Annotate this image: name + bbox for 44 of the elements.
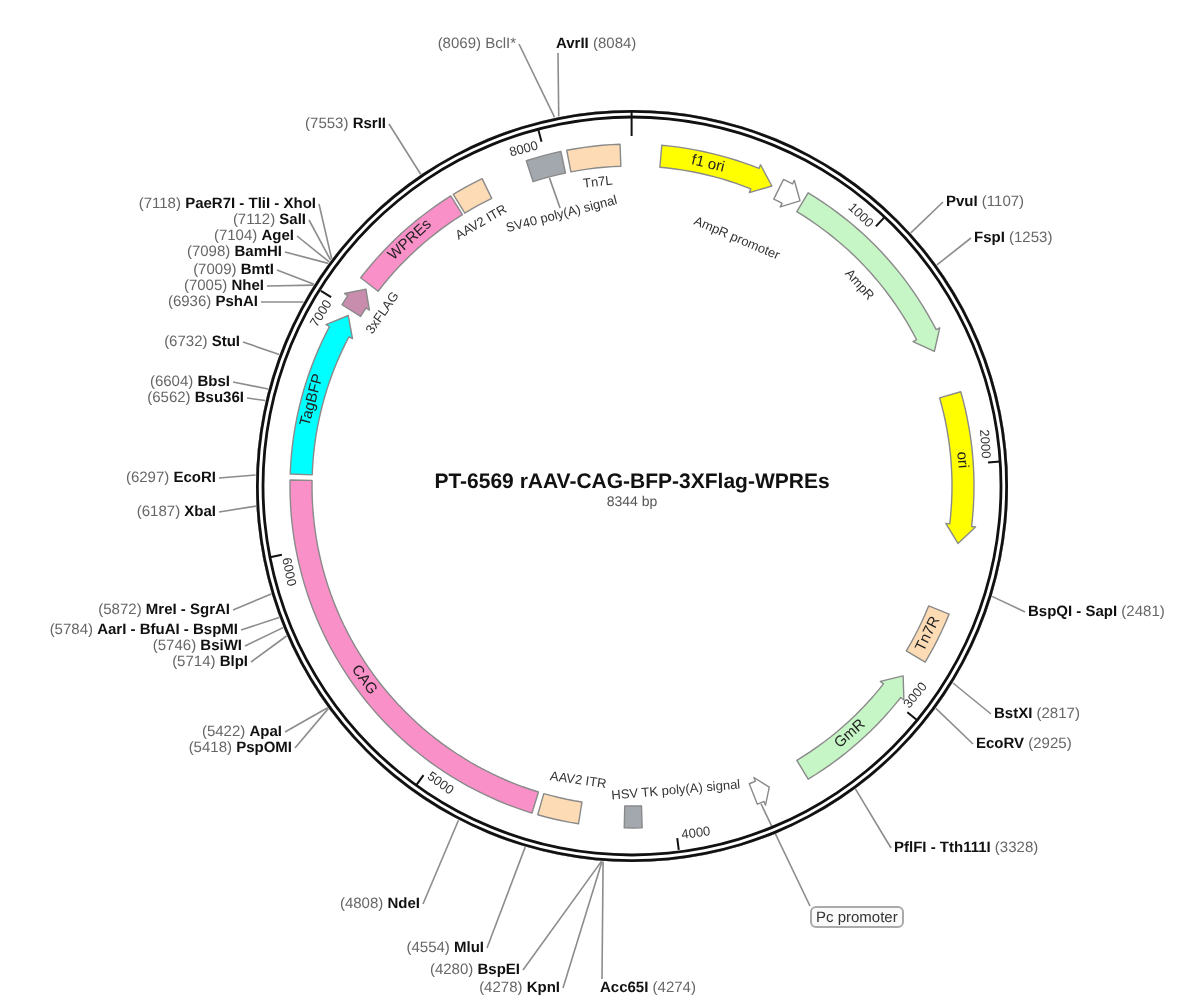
leader-line <box>294 707 330 749</box>
leader-line <box>232 593 272 611</box>
leader-line <box>562 860 603 989</box>
leader-line <box>991 595 1026 613</box>
leader-line <box>388 123 422 176</box>
leader-line <box>935 707 974 745</box>
feature-block <box>564 142 624 174</box>
directional-feature <box>936 388 978 546</box>
leader-line <box>522 860 603 971</box>
leader-line <box>557 52 560 118</box>
leader-line <box>276 269 315 285</box>
leader-line <box>232 381 269 390</box>
directional-feature <box>746 774 772 808</box>
leader-line <box>242 341 280 356</box>
leader-line <box>936 237 972 266</box>
leader-line <box>260 301 305 303</box>
leader-line <box>910 201 944 234</box>
leader-line <box>246 397 267 402</box>
directional-feature <box>656 142 774 196</box>
feature-block <box>534 790 584 826</box>
directional-feature <box>794 672 906 782</box>
leader-line <box>296 235 331 263</box>
directional-feature <box>770 176 802 210</box>
leader-line <box>218 474 257 479</box>
directional-feature <box>794 190 942 354</box>
leader-line <box>308 219 332 261</box>
leader-line <box>952 682 992 715</box>
leader-line <box>486 846 526 949</box>
leader-line <box>548 177 561 209</box>
leader-line <box>244 626 284 647</box>
leader-line <box>422 819 460 905</box>
leader-line <box>240 616 280 631</box>
feature-block <box>904 602 952 666</box>
leader-line <box>266 284 315 287</box>
leader-line <box>601 860 604 980</box>
leader-line <box>250 635 288 663</box>
leader-line <box>284 251 330 265</box>
feature-block <box>622 802 646 830</box>
leader-line <box>284 706 329 733</box>
leader-line <box>318 203 333 260</box>
plasmid-title: PT-6569 rAAV-CAG-BFP-3XFlag-WPREs <box>434 470 830 494</box>
leader-line <box>218 505 257 513</box>
leader-line <box>518 43 556 119</box>
leader-line <box>854 788 892 849</box>
